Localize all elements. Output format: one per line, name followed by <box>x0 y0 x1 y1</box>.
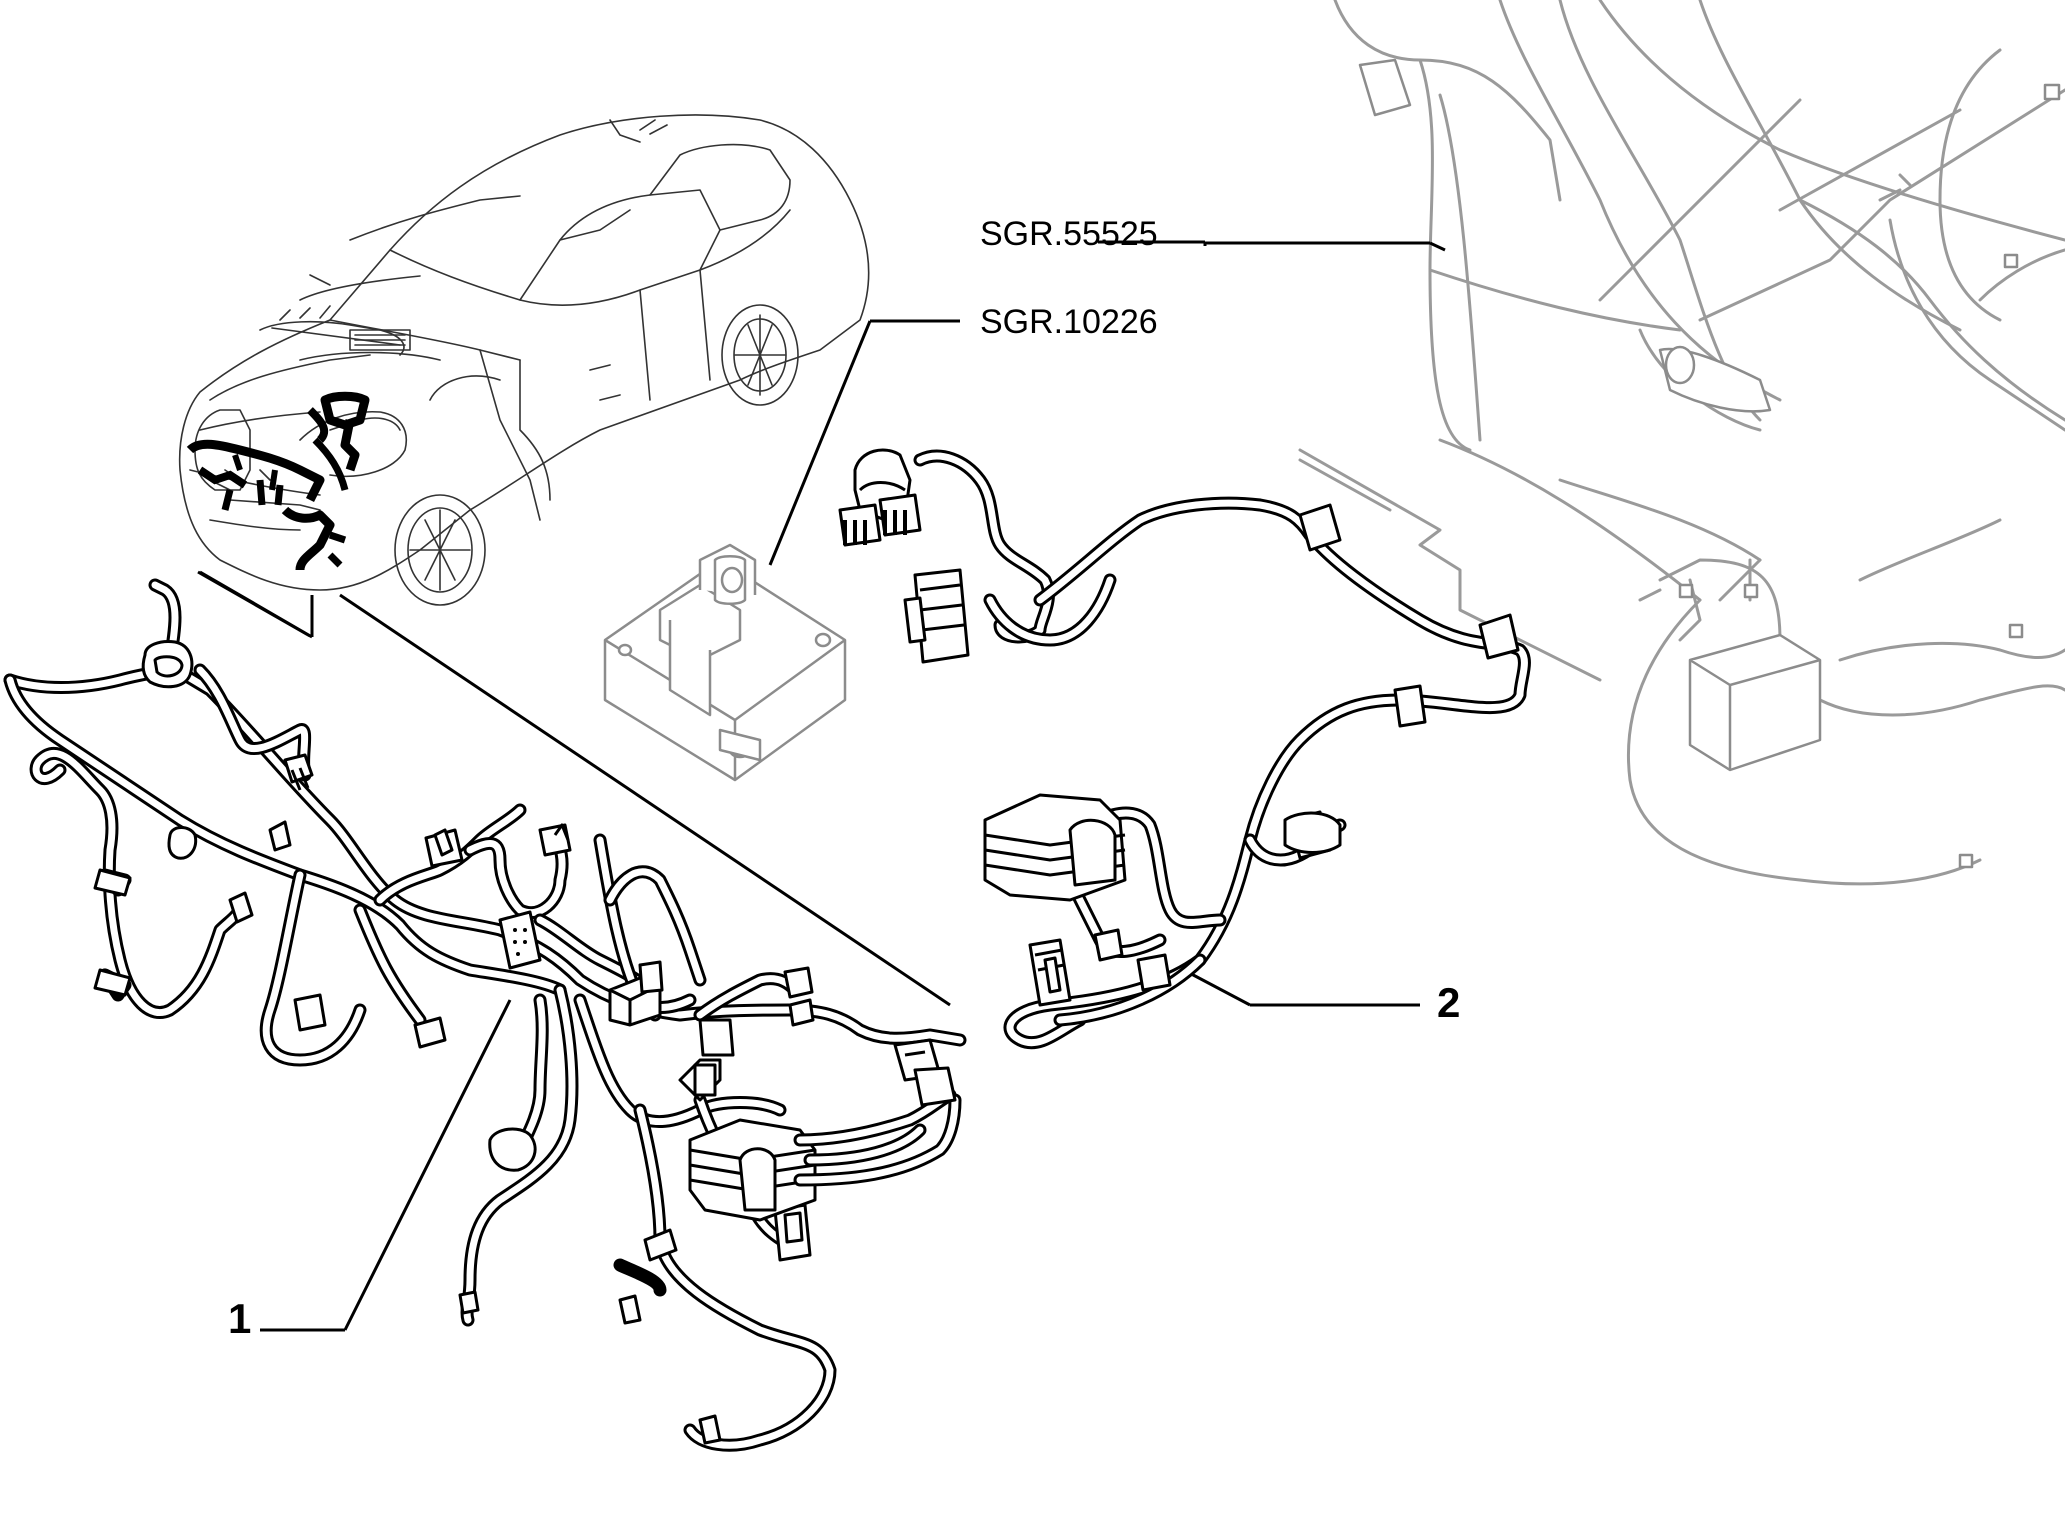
car-harness-highlight <box>186 391 370 571</box>
car-illustration <box>178 114 870 606</box>
rear-harness-ghost <box>1298 0 2065 886</box>
item-number-1: 1 <box>228 1295 252 1342</box>
item-number-2: 2 <box>1437 979 1461 1026</box>
leader-lines <box>199 240 1446 1332</box>
ecu-module <box>603 543 847 782</box>
harness-2 <box>838 448 1531 1050</box>
ref-label-sgr-55525: SGR.55525 <box>980 215 1158 253</box>
ref-label-sgr-10226: SGR.10226 <box>980 303 1158 341</box>
harness-1 <box>3 578 967 1452</box>
callout-lines <box>197 570 311 638</box>
